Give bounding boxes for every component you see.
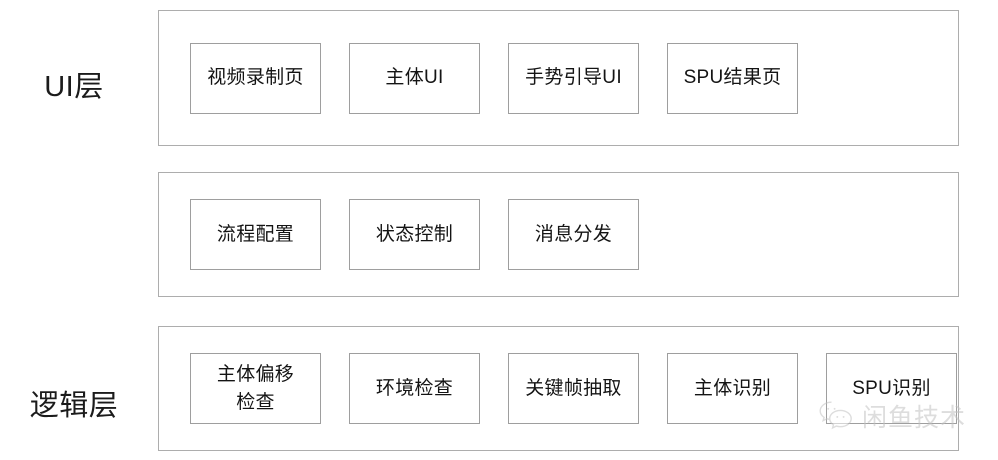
layer-container-ui: 视频录制页 主体UI 手势引导UI SPU结果页 (158, 10, 959, 146)
node-subject-recognition[interactable]: 主体识别 (667, 353, 798, 424)
node-spu-recognition[interactable]: SPU识别 (826, 353, 957, 424)
node-main-subject-ui[interactable]: 主体UI (349, 42, 480, 114)
layer-container-framework: 主体偏移 检查 环境检查 关键帧抽取 主体识别 SPU识别 (158, 326, 959, 451)
node-flow-config[interactable]: 流程配置 (190, 199, 321, 270)
node-strip-ui: 视频录制页 主体UI 手势引导UI SPU结果页 (190, 11, 798, 145)
layer-row-framework: 框架层 主体偏移 检查 环境检查 关键帧抽取 主体识别 SPU识别 (0, 326, 998, 451)
node-state-control[interactable]: 状态控制 (349, 199, 480, 270)
node-gesture-guide-ui[interactable]: 手势引导UI (508, 42, 639, 114)
node-message-dispatch[interactable]: 消息分发 (508, 199, 639, 270)
node-environment-check[interactable]: 环境检查 (349, 353, 480, 424)
node-strip-framework: 主体偏移 检查 环境检查 关键帧抽取 主体识别 SPU识别 (190, 327, 957, 450)
layer-row-logic: 逻辑层 流程配置 状态控制 消息分发 (0, 172, 998, 422)
node-spu-result-page[interactable]: SPU结果页 (667, 42, 798, 114)
layer-row-ui: UI层 视频录制页 主体UI 手势引导UI SPU结果页 (0, 10, 998, 146)
layer-label-ui: UI层 (44, 71, 104, 103)
layer-container-logic: 流程配置 状态控制 消息分发 (158, 172, 959, 297)
node-subject-offset-check[interactable]: 主体偏移 检查 (190, 353, 321, 424)
node-keyframe-extraction[interactable]: 关键帧抽取 (508, 353, 639, 424)
node-strip-logic: 流程配置 状态控制 消息分发 (190, 173, 639, 296)
layer-label-logic: 逻辑层 (29, 390, 119, 422)
node-video-record-page[interactable]: 视频录制页 (190, 42, 321, 114)
